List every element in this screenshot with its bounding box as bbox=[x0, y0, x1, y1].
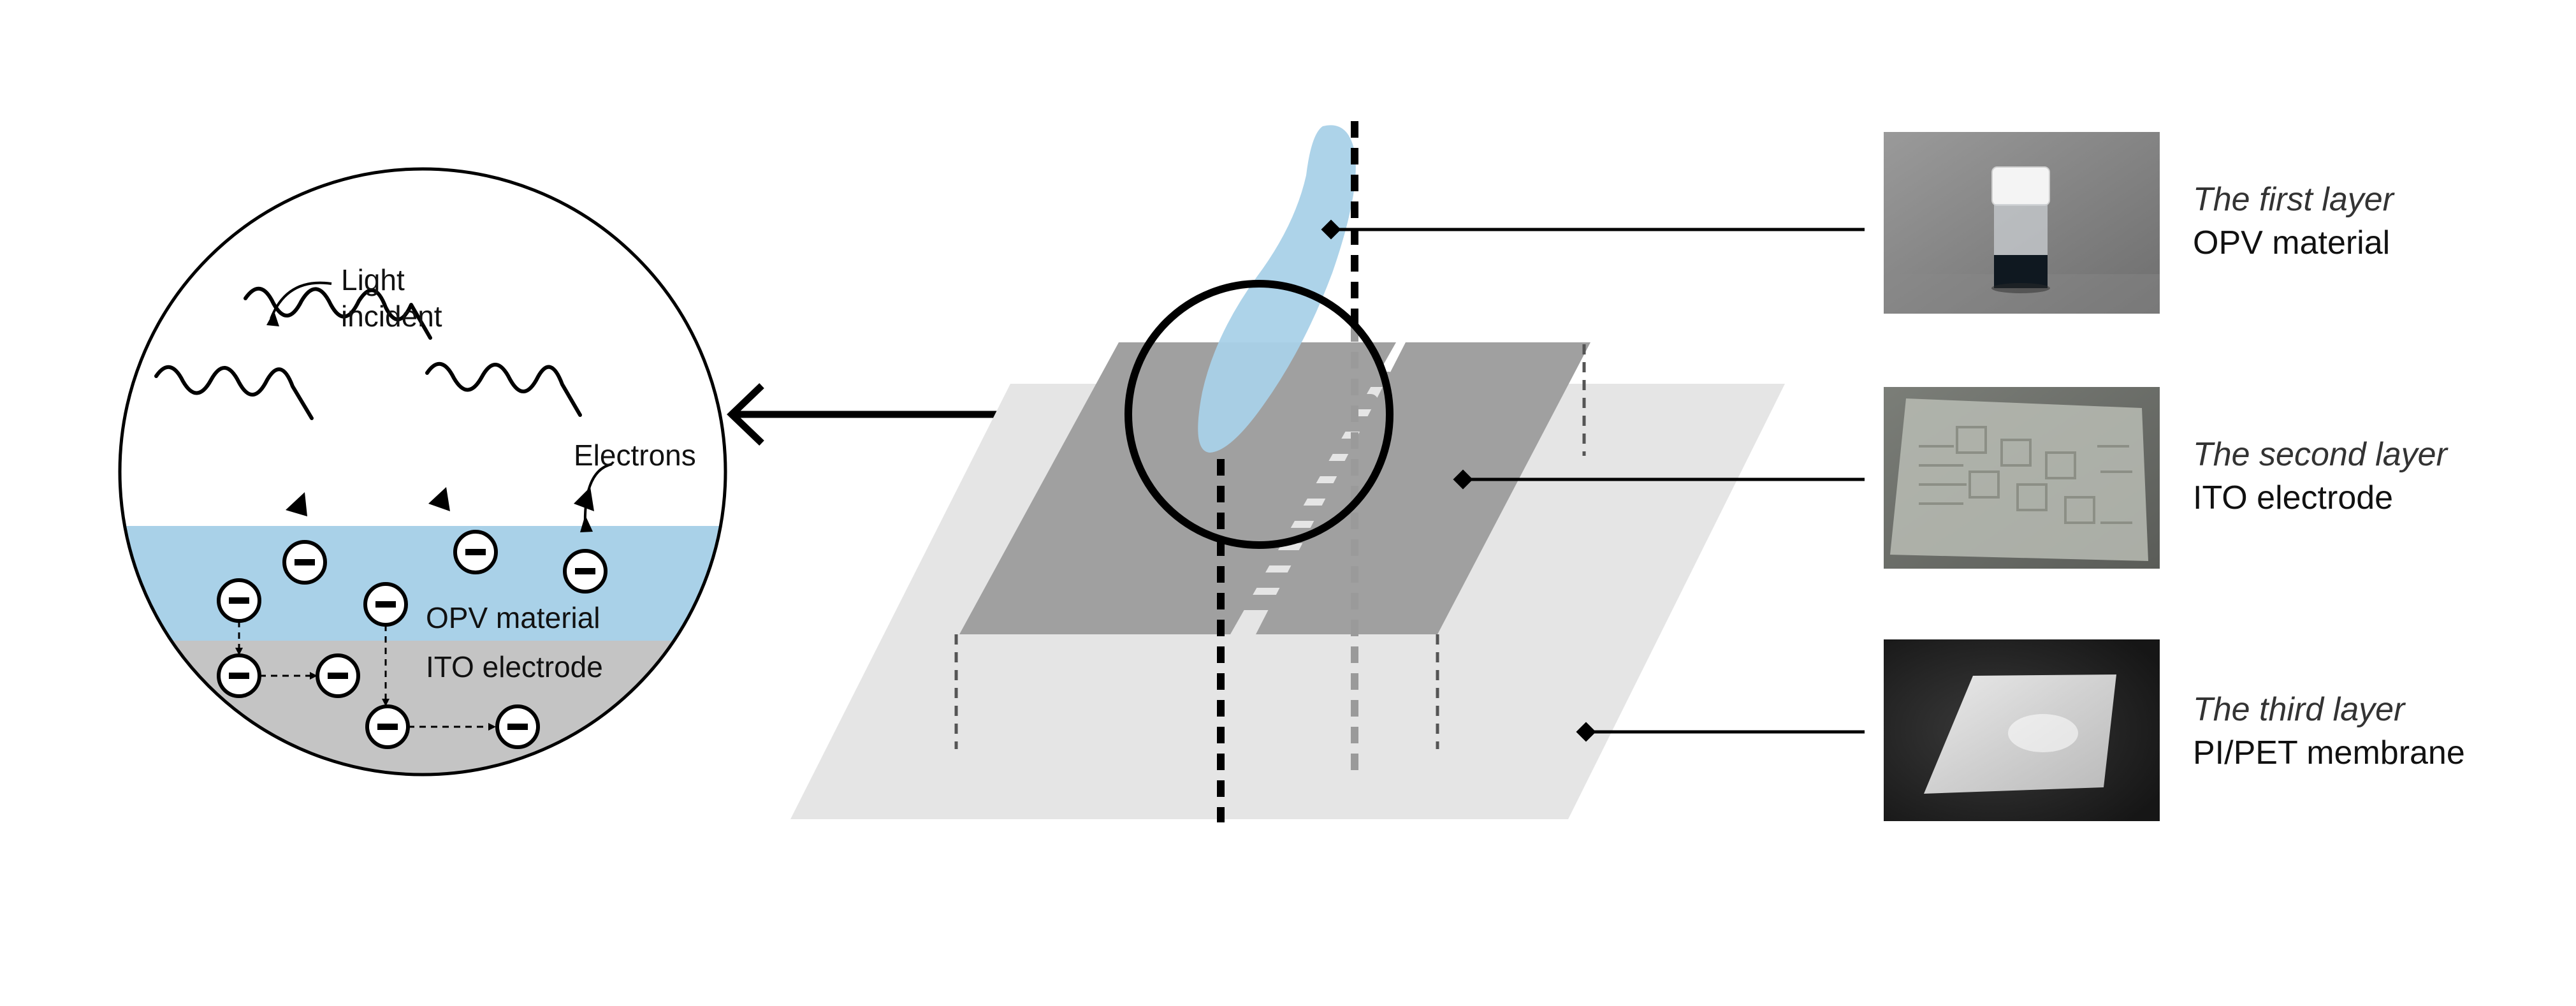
opv-material-label: OPV material bbox=[426, 601, 600, 634]
electrons-label: Electrons bbox=[574, 439, 696, 472]
light-label-pointer bbox=[270, 281, 332, 319]
light-wave-icon bbox=[154, 286, 582, 420]
ito-layer-band bbox=[120, 641, 725, 775]
electrode-film-photo bbox=[1884, 387, 2160, 569]
layer-3-name: PI/PET membrane bbox=[2193, 734, 2465, 771]
interdigitated-fingers bbox=[1213, 372, 1396, 610]
layer-labels: The first layer OPV material The second … bbox=[2193, 181, 2465, 771]
layer-1-title: The first layer bbox=[2193, 181, 2396, 218]
arrow-icon bbox=[286, 487, 594, 516]
electrode-pad-right bbox=[1256, 342, 1590, 634]
layer-2-title: The second layer bbox=[2193, 436, 2449, 473]
membrane-photo bbox=[1884, 639, 2160, 821]
diamond-marker bbox=[1453, 469, 1473, 490]
layer-1-name: OPV material bbox=[2193, 224, 2390, 261]
light-label-line2: incident bbox=[341, 300, 442, 333]
zoom-view: Light incident Electrons OPV material IT… bbox=[118, 167, 727, 776]
ito-electrode-label: ITO electrode bbox=[426, 650, 603, 683]
vial-photo bbox=[1884, 132, 2160, 314]
diamond-marker bbox=[1576, 722, 1596, 742]
magnifier-circle bbox=[1124, 280, 1394, 549]
minus-sign bbox=[229, 549, 595, 730]
device-stack bbox=[790, 121, 1785, 822]
zoom-circle-outline bbox=[118, 167, 727, 776]
arrow-icon bbox=[266, 311, 279, 326]
light-label-line1: Light bbox=[341, 263, 405, 296]
layer-2-name: ITO electrode bbox=[2193, 479, 2393, 516]
layer-leader-lines bbox=[954, 344, 1586, 749]
layer-3-title: The third layer bbox=[2193, 691, 2406, 728]
arrow-icon bbox=[580, 515, 593, 532]
opv-layer-band bbox=[120, 526, 725, 641]
electron-flow-arrow bbox=[238, 621, 490, 728]
callout-lines bbox=[1321, 219, 1865, 742]
diamond-marker bbox=[1321, 219, 1341, 240]
electrode-pad-left bbox=[959, 342, 1396, 634]
arrow-icon bbox=[235, 648, 496, 731]
opv-droplet bbox=[1198, 125, 1356, 453]
